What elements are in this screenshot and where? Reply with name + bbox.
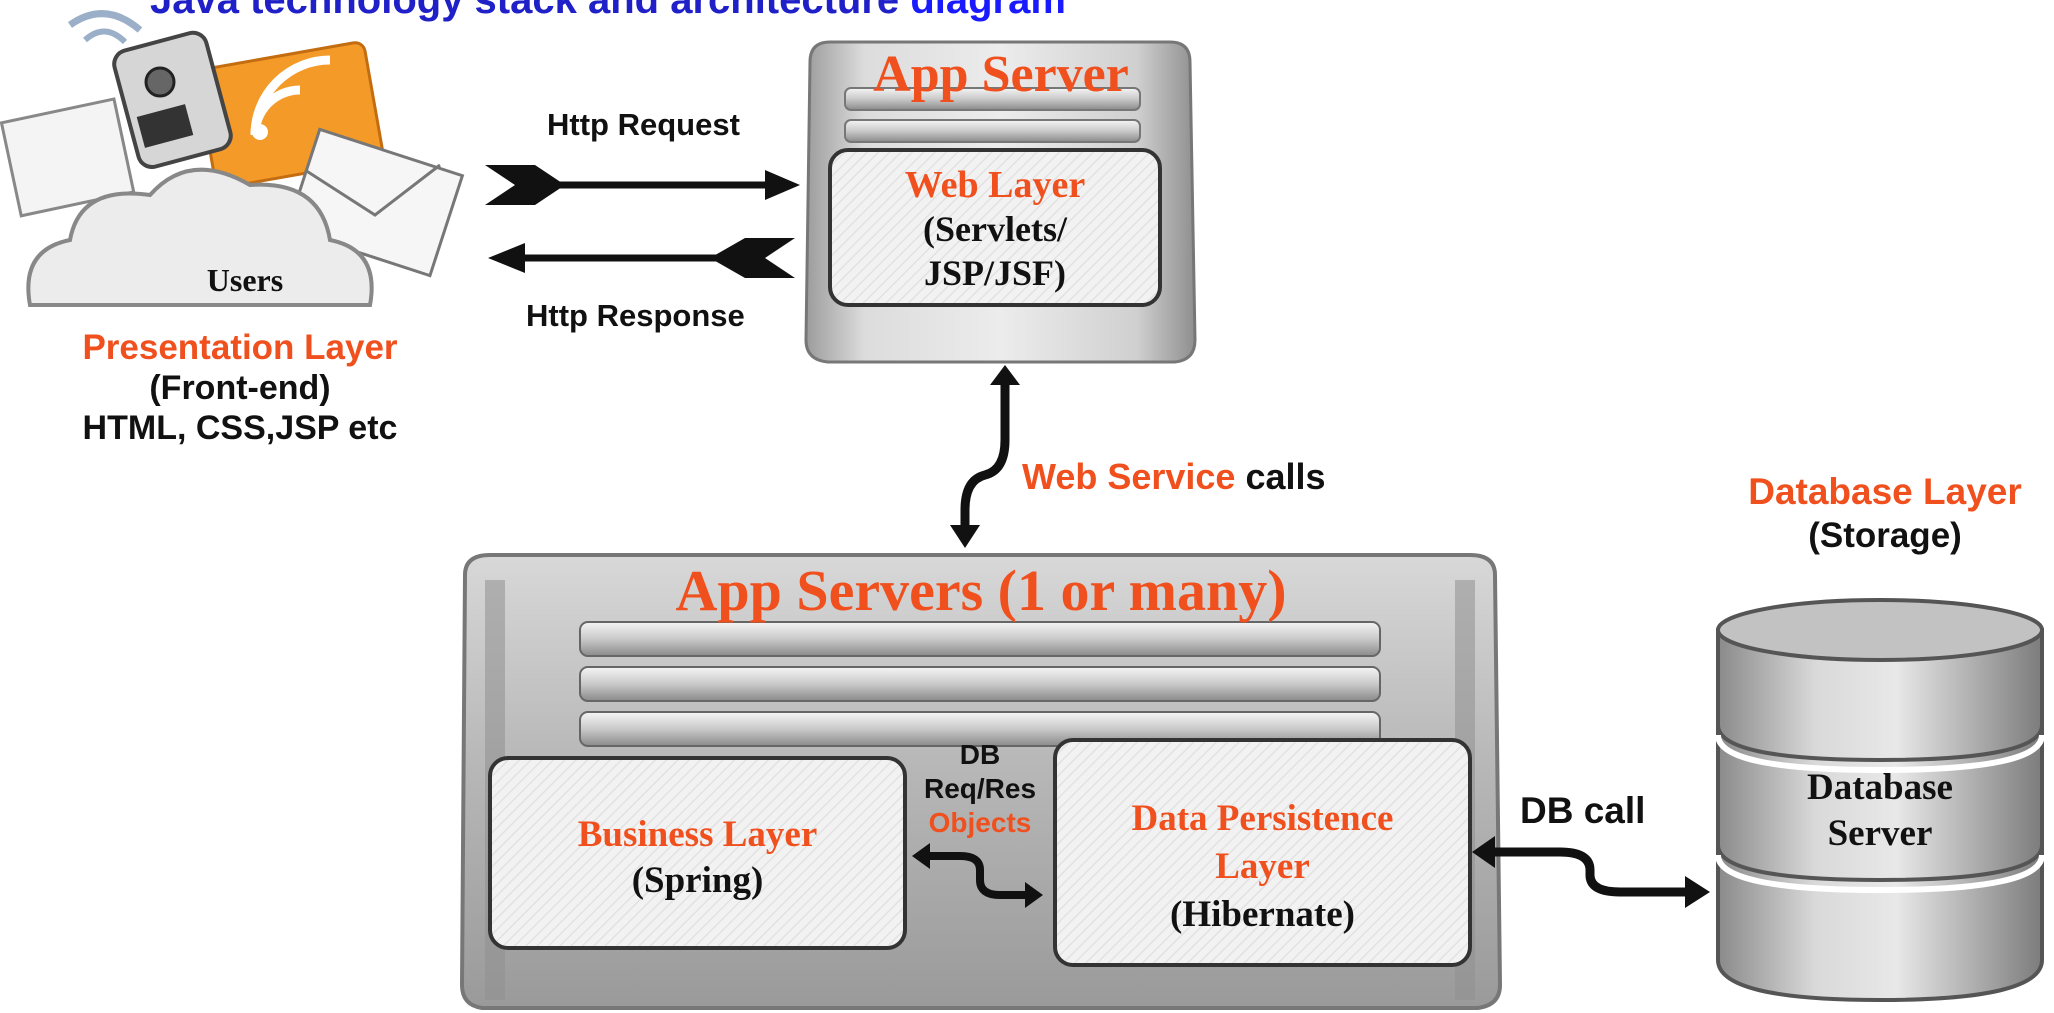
app-server-title: App Server — [873, 46, 1129, 103]
web-layer-line2: JSP/JSF) — [923, 253, 1066, 293]
db-req-line2: Req/Res — [923, 773, 1037, 804]
database-server-line2: Server — [1827, 813, 1933, 854]
business-layer-label: Business Layer (Spring) — [490, 812, 905, 904]
business-layer-sub: (Spring) — [631, 860, 764, 901]
database-server-icon — [1715, 598, 2045, 1003]
presentation-layer-label: Presentation Layer (Front-end) HTML, CSS… — [0, 328, 480, 448]
database-layer-label: Database Layer (Storage) — [1720, 470, 2050, 558]
web-layer-label: Web Layer (Servlets/ JSP/JSF) — [830, 163, 1160, 295]
presentation-layer-title: Presentation Layer — [82, 328, 398, 367]
http-response-arrow — [488, 238, 795, 278]
web-service-arrow — [950, 365, 1020, 548]
page-header: Java technology stack and architecture d… — [150, 0, 2050, 23]
users-label: Users — [206, 262, 284, 298]
data-persistence-title2: Layer — [1215, 846, 1310, 887]
app-servers-title: App Servers (1 or many) — [675, 558, 1287, 623]
web-service-label: Web Service calls — [1022, 456, 1326, 498]
users-illustration-icon — [0, 10, 465, 307]
http-request-arrow — [485, 165, 800, 205]
web-layer-title: Web Layer — [904, 164, 1086, 206]
app-servers-box — [459, 553, 1503, 1010]
business-layer-title: Business Layer — [577, 814, 818, 855]
database-layer-sub: (Storage) — [1808, 516, 1962, 555]
web-service-highlight: Web Service — [1022, 456, 1236, 497]
db-call-arrow — [1472, 836, 1710, 908]
app-server-box — [804, 40, 1197, 364]
header-text-blue: diagram — [910, 0, 1066, 22]
web-service-rest: calls — [1235, 456, 1326, 497]
http-response-label: Http Response — [526, 298, 745, 333]
db-req-res-label: DB Req/Res Objects — [905, 738, 1055, 840]
web-layer-line1: (Servlets/ — [923, 209, 1067, 249]
db-req-res-arrow — [912, 843, 1043, 908]
data-persistence-title1: Data Persistence — [1131, 798, 1394, 839]
data-persistence-sub: (Hibernate) — [1170, 894, 1355, 935]
database-server-label: Database Server — [1718, 765, 2042, 857]
db-call-label: DB call — [1520, 790, 1646, 831]
db-req-line3: Objects — [928, 807, 1032, 838]
http-request-label: Http Request — [547, 107, 740, 142]
db-req-line1: DB — [959, 739, 1001, 770]
presentation-layer-sub1: (Front-end) — [149, 369, 331, 407]
database-server-line1: Database — [1807, 767, 1953, 808]
presentation-layer-sub2: HTML, CSS,JSP etc — [82, 409, 398, 447]
data-persistence-label: Data Persistence Layer (Hibernate) — [1055, 795, 1470, 939]
header-text: Java technology stack and architecture — [150, 0, 900, 22]
database-layer-title: Database Layer — [1748, 471, 2022, 512]
